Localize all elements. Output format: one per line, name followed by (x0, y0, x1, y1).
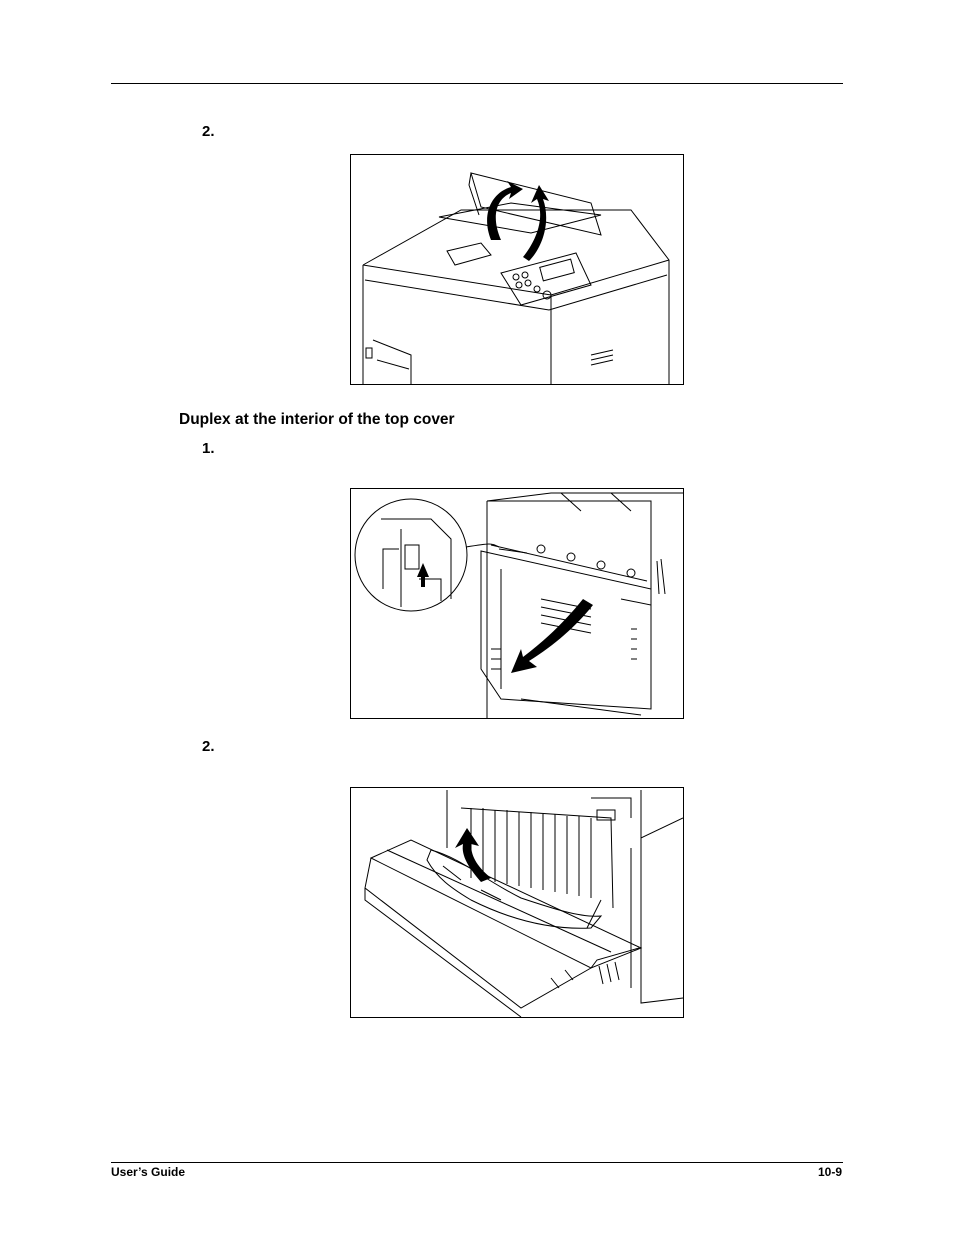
footer-guide-title: User’s Guide (111, 1165, 186, 1179)
remove-jammed-paper-figure (350, 787, 684, 1018)
section-heading: Duplex at the interior of the top cover (179, 411, 455, 428)
footer-page-number: 10-9 (818, 1165, 843, 1179)
footer-rule (111, 1162, 843, 1163)
step-number-2b: 2. (202, 738, 215, 755)
header-rule (111, 83, 843, 84)
step-number-1: 1. (202, 440, 215, 457)
step-number-2: 2. (202, 123, 215, 140)
duplex-unit-open-figure (350, 488, 684, 719)
printer-top-cover-figure (350, 154, 684, 385)
